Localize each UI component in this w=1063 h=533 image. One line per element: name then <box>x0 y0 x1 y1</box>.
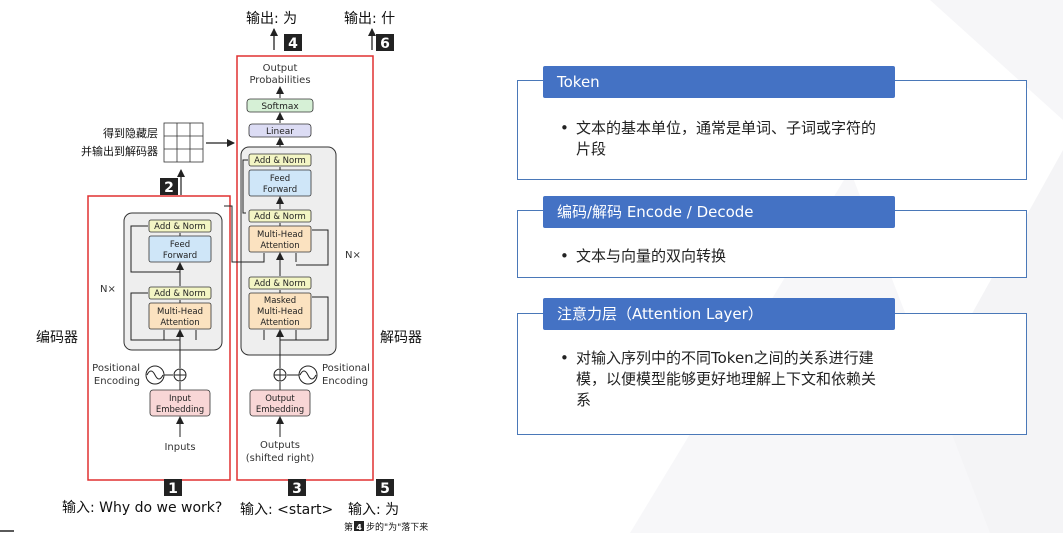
top-output-right: 输出: 什 <box>344 11 395 27</box>
card-encode-decode-title: 编码/解码 Encode / Decode <box>543 196 895 228</box>
step-note-prefix: 第 <box>344 521 353 533</box>
svg-text:Feed: Feed <box>270 174 290 184</box>
encoder-add-norm-2 <box>148 219 212 233</box>
decoder-positional-encoding-1: Positional <box>322 363 370 374</box>
svg-text:5: 5 <box>380 481 390 497</box>
encoder-stack <box>123 212 223 351</box>
decoder-add-norm-1 <box>248 276 312 290</box>
svg-text:Add & Norm: Add & Norm <box>254 156 306 166</box>
svg-text:Add & Norm: Add & Norm <box>154 222 206 232</box>
svg-text:3: 3 <box>292 481 302 497</box>
badge-2: 2 <box>160 178 178 196</box>
bullet-icon: • <box>560 349 569 367</box>
encoder-positional-encoding-2: Encoding <box>94 376 140 387</box>
bullet-icon: • <box>560 247 569 265</box>
svg-text:Output: Output <box>265 394 295 404</box>
svg-text:Forward: Forward <box>163 251 197 261</box>
input-3-label: 输入: <start> <box>240 502 333 518</box>
decoder-add-norm-3 <box>248 153 312 167</box>
decoder-add-norm-2 <box>248 209 312 223</box>
decoder-label: 解码器 <box>380 330 422 346</box>
softmax-label: Softmax <box>261 102 299 112</box>
badge-1: 1 <box>164 479 182 497</box>
bullet-icon: • <box>560 119 569 137</box>
svg-text:Add & Norm: Add & Norm <box>254 212 306 222</box>
svg-text:4: 4 <box>288 36 298 52</box>
encoder-positional-encoding-1: Positional <box>92 363 140 374</box>
svg-text:Forward: Forward <box>263 185 297 195</box>
badge-3: 3 <box>288 479 306 497</box>
svg-text:Add & Norm: Add & Norm <box>154 289 206 299</box>
input-1-label: 输入: Why do we work? <box>62 500 222 516</box>
outputs-label-2: (shifted right) <box>246 453 315 464</box>
svg-text:Multi-Head: Multi-Head <box>157 307 203 317</box>
svg-text:Multi-Head: Multi-Head <box>257 307 303 317</box>
badge-5: 5 <box>376 479 394 497</box>
encoder-frame <box>87 195 231 481</box>
inputs-label: Inputs <box>164 442 195 453</box>
card-attention-layer-title: 注意力层（Attention Layer） <box>543 298 895 330</box>
svg-text:Masked: Masked <box>264 296 296 306</box>
step-note-badge <box>354 521 364 531</box>
hidden-state-grid <box>163 122 204 163</box>
svg-text:Multi-Head: Multi-Head <box>257 230 303 240</box>
svg-text:Attention: Attention <box>260 241 299 251</box>
svg-text:Input: Input <box>169 394 192 404</box>
input-5-label: 输入: 为 <box>348 502 399 518</box>
card-token-title: Token <box>543 66 895 98</box>
hidden-label-2: 并输出到解码器 <box>81 144 158 158</box>
svg-text:2: 2 <box>164 180 174 196</box>
encoder-nx: N× <box>100 284 116 295</box>
svg-text:Add & Norm: Add & Norm <box>254 279 306 289</box>
svg-text:Attention: Attention <box>160 318 199 328</box>
transformer-diagram: 输出: 为 输出: 什 4 6 Output Probabilities Sof… <box>0 11 428 533</box>
linear-label: Linear <box>266 127 294 137</box>
card-attention-layer-body: • 对输入序列中的不同Token之间的关系进行建模，以便模型能够更好地理解上下文… <box>560 349 877 409</box>
outputs-label-1: Outputs <box>260 440 300 451</box>
badge-4: 4 <box>284 34 302 52</box>
encoder-label: 编码器 <box>36 330 78 346</box>
card-attention-layer <box>517 313 1027 435</box>
badge-6: 6 <box>376 34 394 52</box>
hidden-label-1: 得到隐藏层 <box>103 127 158 140</box>
encoder-add-norm-1 <box>148 286 212 300</box>
svg-text:6: 6 <box>380 36 390 52</box>
svg-text:Feed: Feed <box>170 240 190 250</box>
svg-text:Attention: Attention <box>260 318 299 328</box>
decoder-nx: N× <box>345 250 361 261</box>
card-token-body: • 文本的基本单位，通常是单词、子词或字符的片段 <box>560 119 877 158</box>
svg-text:4: 4 <box>356 523 362 532</box>
encoder-decoder-connection <box>224 205 265 263</box>
svg-text:Embedding: Embedding <box>156 405 204 415</box>
card-encode-decode-body: • 文本与向量的双向转换 <box>560 247 727 265</box>
output-probabilities-line2: Probabilities <box>249 75 310 86</box>
svg-text:1: 1 <box>168 481 178 497</box>
svg-text:Embedding: Embedding <box>256 405 304 415</box>
decoder-positional-encoding-2: Encoding <box>322 376 368 387</box>
top-output-left: 输出: 为 <box>246 11 297 27</box>
step-note-suffix: 步的"为"落下来 <box>366 521 428 533</box>
output-probabilities-line1: Output <box>263 63 298 74</box>
